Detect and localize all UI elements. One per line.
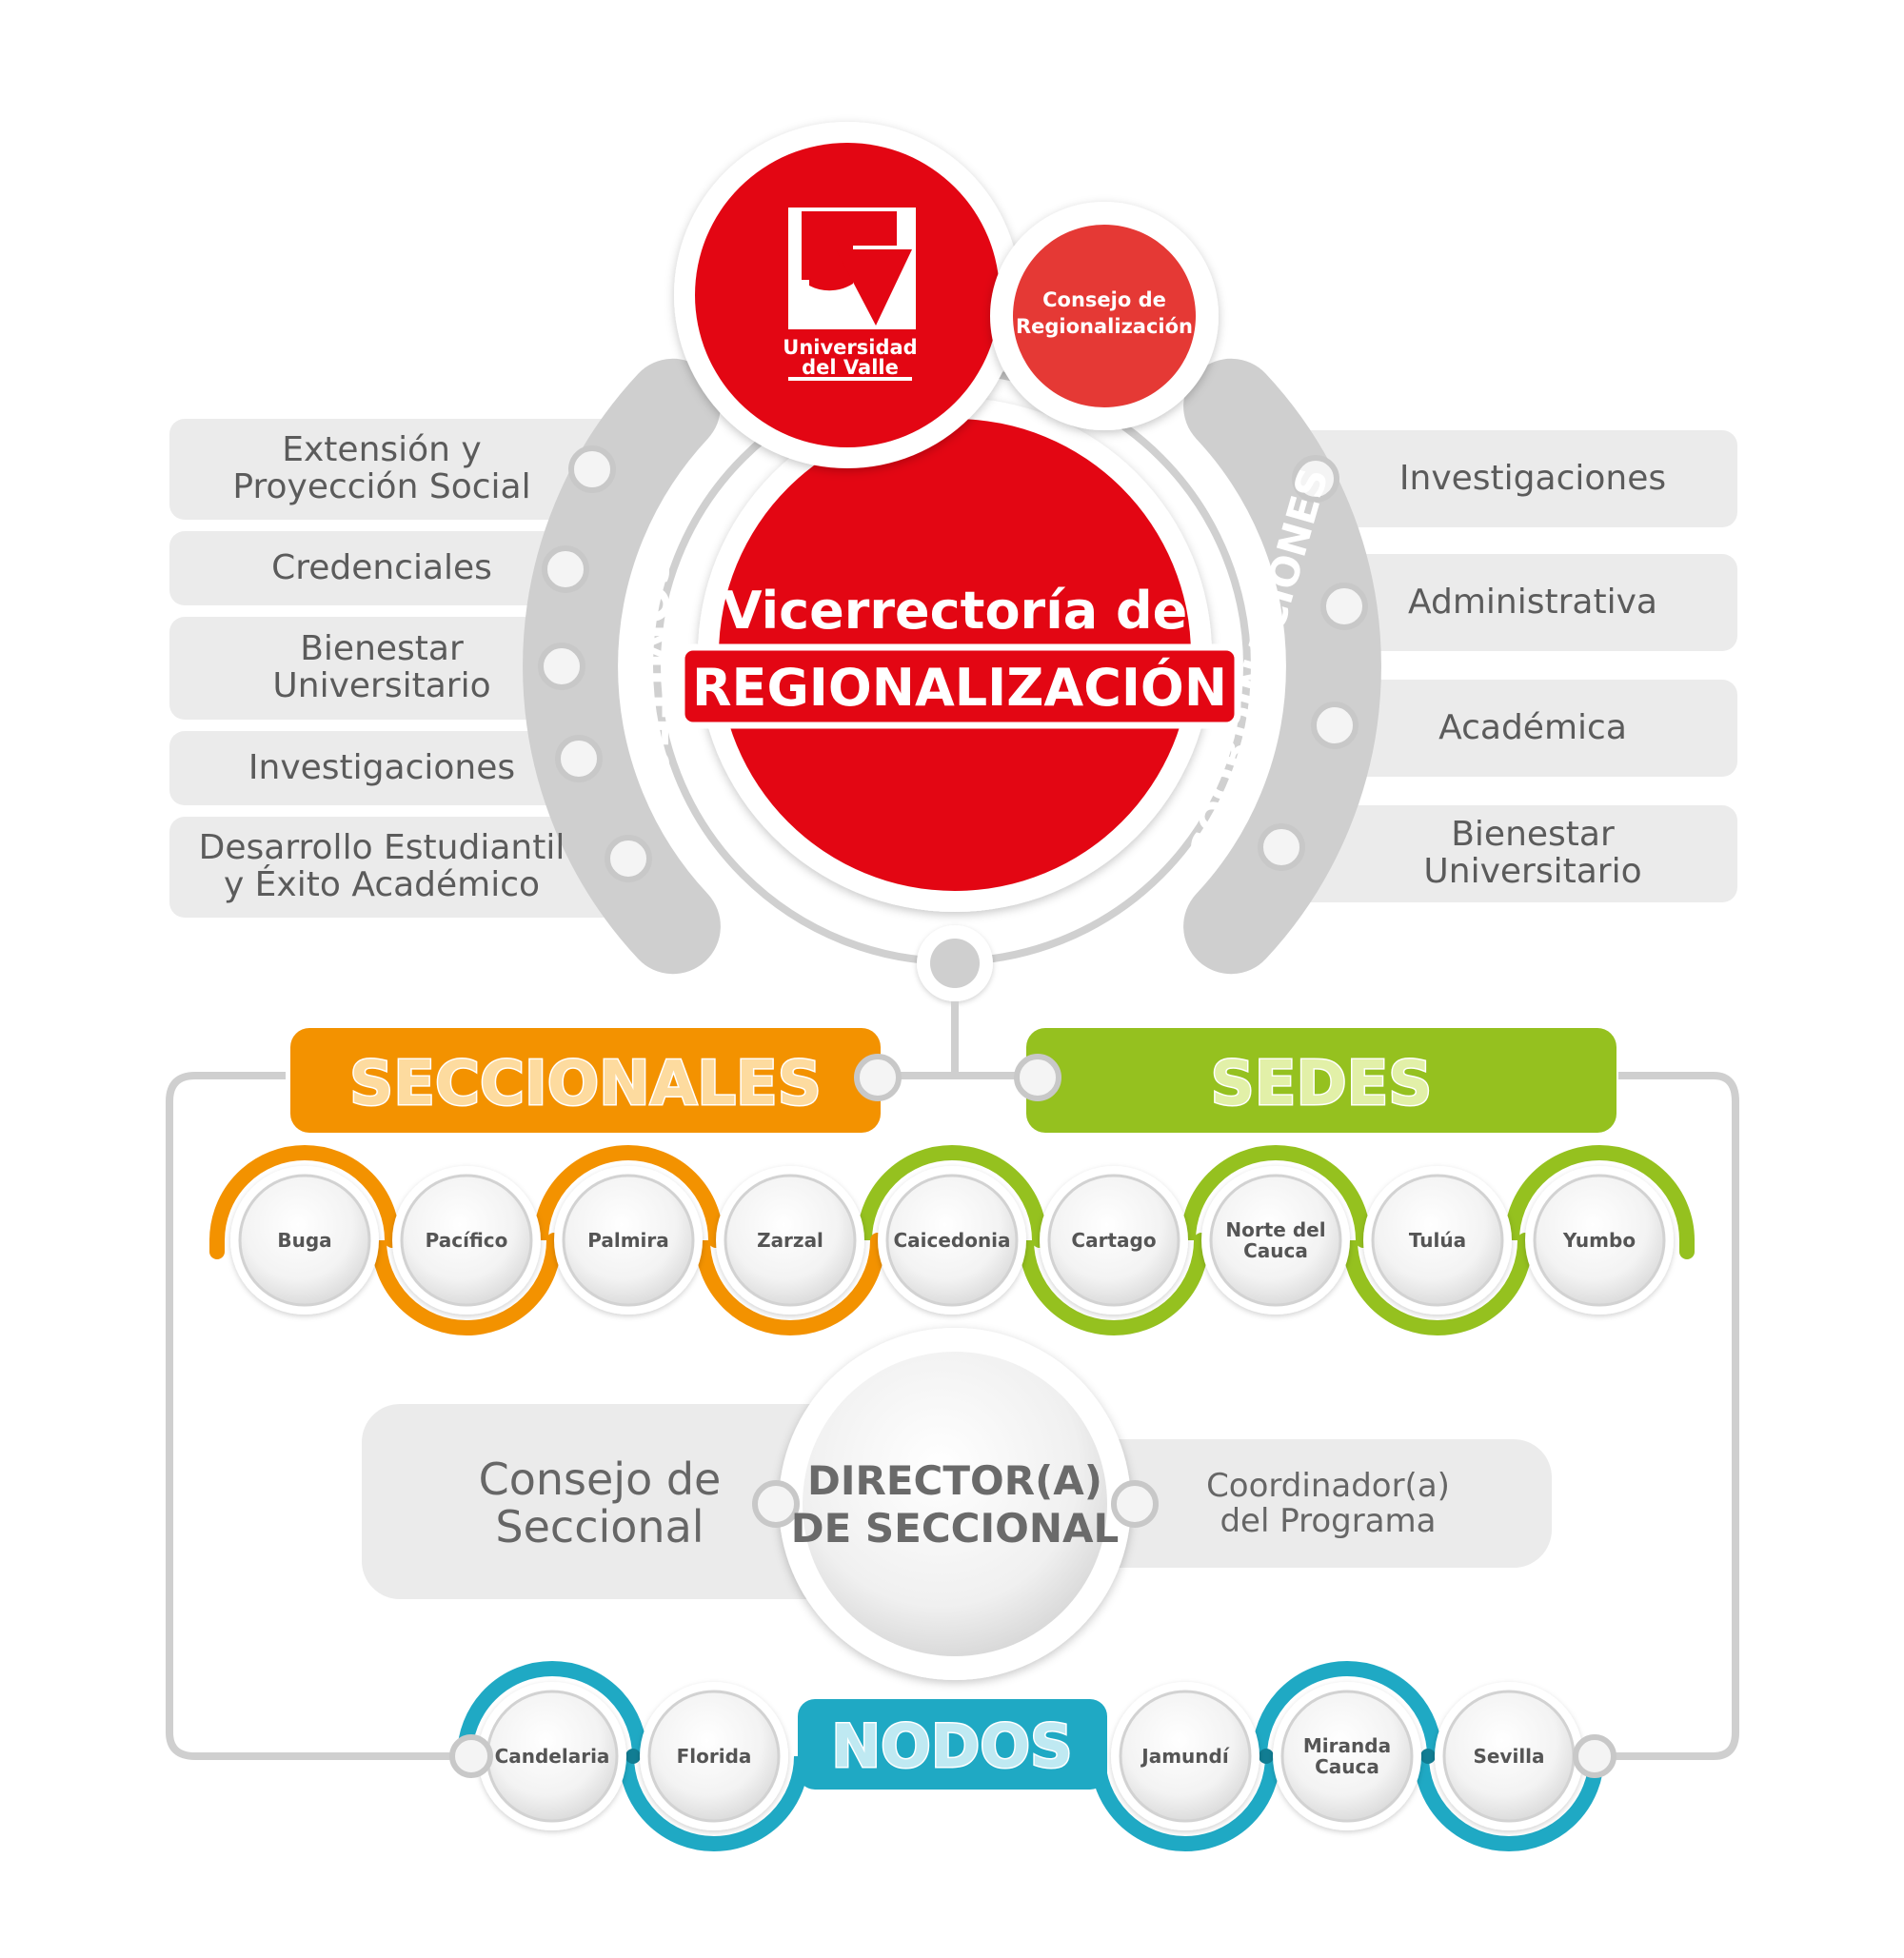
comites-connector-dots bbox=[538, 445, 652, 882]
coord-tab-4 bbox=[1290, 805, 1737, 902]
comites-tab-2 bbox=[169, 531, 617, 605]
seccional-bubble-2[interactable] bbox=[392, 1166, 541, 1315]
seccionales-sedes-chain bbox=[209, 1145, 1695, 1335]
nodo-bubble-4[interactable] bbox=[1273, 1682, 1421, 1830]
council-line1: Consejo de bbox=[1042, 288, 1166, 311]
vicerrectoria-line2: REGIONALIZACIÓN bbox=[692, 658, 1227, 718]
sede-bubble-5-label: Caicedonia bbox=[893, 1229, 1011, 1252]
nodos-label: NODOS bbox=[831, 1711, 1072, 1781]
nodo-bubble-2[interactable] bbox=[640, 1682, 788, 1830]
coordinaciones-item-1: Investigaciones bbox=[1398, 458, 1667, 498]
director-line2: DE SECCIONAL bbox=[791, 1505, 1120, 1552]
seccional-bubble-3-label: Palmira bbox=[587, 1229, 669, 1252]
coordinaciones-item-3: Académica bbox=[1438, 707, 1627, 747]
frame-line bbox=[166, 1072, 1739, 1760]
council-line2: Regionalización bbox=[1016, 315, 1193, 338]
comites-item-4: Investigaciones bbox=[248, 747, 516, 787]
nodos-chain bbox=[457, 1661, 1604, 1851]
nodos-banner bbox=[798, 1699, 1107, 1790]
seccionales-label: SECCIONALES bbox=[349, 1049, 822, 1119]
director-circle bbox=[803, 1352, 1107, 1656]
consejo-seccional-tab bbox=[362, 1404, 857, 1599]
comites-item-2: Credenciales bbox=[271, 547, 492, 587]
univalle-logo-icon bbox=[788, 208, 916, 381]
sede-bubble-9[interactable] bbox=[1525, 1166, 1674, 1315]
seccional-bubble-4-label: Zarzal bbox=[757, 1229, 823, 1252]
coord-tab-1 bbox=[1290, 430, 1737, 527]
comites-tab-5 bbox=[169, 817, 617, 918]
coordinaciones-connector-dots bbox=[1258, 455, 1368, 871]
nodo-bubble-1-label: Candelaria bbox=[494, 1745, 610, 1768]
coordinador-programa-label: Coordinador(a)del Programa bbox=[1206, 1467, 1450, 1540]
nodo-bubble-3-label: Jamundí bbox=[1141, 1745, 1229, 1768]
nodo-bubble-1[interactable] bbox=[478, 1682, 626, 1830]
comites-tab-3 bbox=[169, 617, 617, 720]
sede-bubble-9-label: Yumbo bbox=[1562, 1229, 1636, 1252]
sede-bubble-8[interactable] bbox=[1363, 1166, 1512, 1315]
seccional-bubble-1-label: Buga bbox=[277, 1229, 332, 1252]
sede-bubble-6[interactable] bbox=[1040, 1166, 1188, 1315]
sede-bubble-8-label: Tulúa bbox=[1408, 1229, 1467, 1252]
comites-arc-label: COMITÉS bbox=[624, 551, 678, 781]
nodo-bubble-2-label: Florida bbox=[676, 1745, 752, 1768]
council-circle bbox=[1013, 225, 1196, 407]
seccional-bubble-3[interactable] bbox=[554, 1166, 703, 1315]
seccional-bubble-4[interactable] bbox=[716, 1166, 864, 1315]
coordinaciones-item-2: Administrativa bbox=[1408, 582, 1657, 622]
comites-tabs bbox=[169, 419, 617, 918]
seccional-bubble-1[interactable] bbox=[230, 1166, 379, 1315]
sede-bubble-5[interactable] bbox=[878, 1166, 1026, 1315]
coordinador-tab bbox=[1066, 1439, 1552, 1568]
vicerrectoria-line1: Vicerrectoría de bbox=[723, 581, 1187, 641]
seccionales-banner bbox=[290, 1028, 881, 1133]
nodo-bubble-3[interactable] bbox=[1111, 1682, 1259, 1830]
director-line1: DIRECTOR(A) bbox=[807, 1457, 1102, 1504]
sede-bubble-7[interactable] bbox=[1201, 1166, 1350, 1315]
logo-text-line2: del Valle bbox=[802, 356, 899, 379]
logo-text-line1: Universidad bbox=[783, 336, 917, 359]
comites-tab-4 bbox=[169, 731, 617, 805]
coordinaciones-tabs bbox=[1290, 430, 1737, 902]
regionalizacion-banner bbox=[678, 643, 1241, 729]
sedes-label: SEDES bbox=[1211, 1049, 1433, 1119]
seccional-bubble-2-label: Pacífico bbox=[425, 1229, 508, 1252]
coord-tab-3 bbox=[1290, 680, 1737, 777]
sedes-banner bbox=[1026, 1028, 1616, 1133]
sede-bubble-6-label: Cartago bbox=[1071, 1229, 1157, 1252]
comites-tab-1 bbox=[169, 419, 617, 520]
coord-tab-2 bbox=[1290, 554, 1737, 651]
nodo-bubble-5-label: Sevilla bbox=[1473, 1745, 1545, 1768]
